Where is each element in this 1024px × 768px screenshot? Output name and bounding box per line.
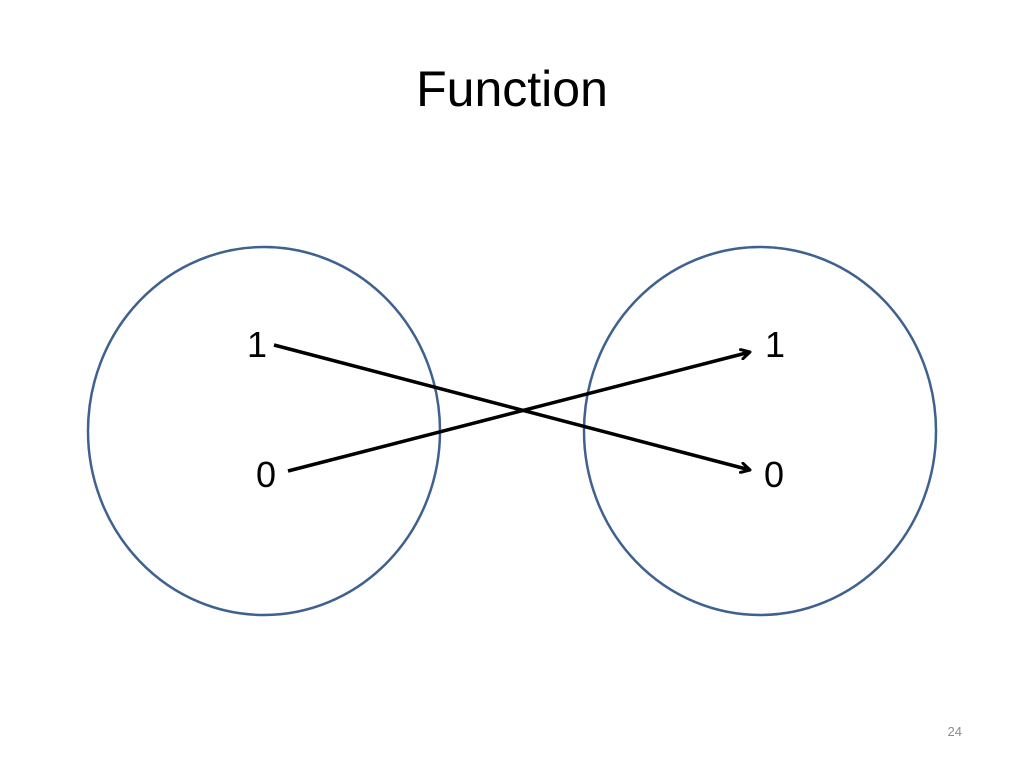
codomain-element-1: 1 — [765, 324, 785, 365]
mapping-arrow-0-to-1 — [287, 352, 750, 473]
domain-element-1: 1 — [247, 324, 267, 365]
codomain-set-circle — [582, 245, 938, 617]
mapping-arrow-1-to-0 — [273, 343, 750, 470]
codomain-element-0: 0 — [764, 454, 784, 495]
slide-title: Function — [416, 61, 608, 117]
domain-set-circle — [86, 245, 442, 617]
domain-element-0: 0 — [256, 454, 276, 495]
page-number: 24 — [947, 724, 962, 739]
